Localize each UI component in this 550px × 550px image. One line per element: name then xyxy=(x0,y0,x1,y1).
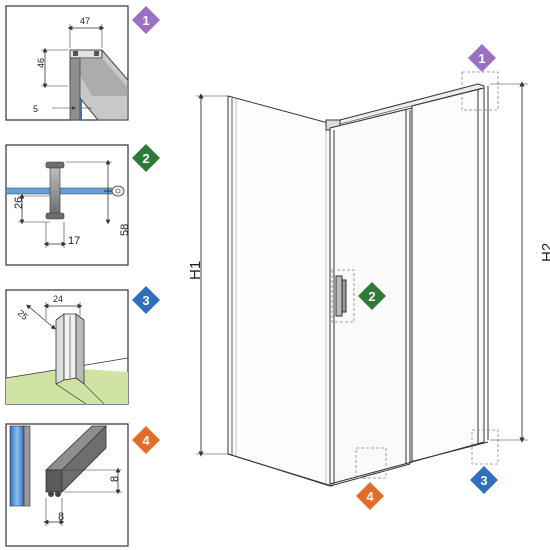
detail-3-b-label: 24 xyxy=(53,294,63,304)
badge-1-number: 1 xyxy=(142,13,149,28)
badge-2-number: 2 xyxy=(142,151,149,166)
badge-3-main-number: 3 xyxy=(480,473,487,488)
badge-3-number: 3 xyxy=(142,293,149,308)
badge-4-main-number: 4 xyxy=(366,489,374,504)
detail-2-bottom-label: 17 xyxy=(68,235,80,247)
detail-panel-3: 25 24 xyxy=(5,289,129,405)
badge-2-detail: 2 xyxy=(132,144,160,172)
detail-1-height-label: 46 xyxy=(36,58,46,68)
badge-1-main-number: 1 xyxy=(478,51,485,66)
badge-3-detail: 3 xyxy=(132,286,160,314)
detail-panel-4: 8 8 xyxy=(5,423,129,547)
h2-dimension: H2 xyxy=(490,81,550,443)
h1-dimension: H1 xyxy=(187,93,228,457)
main-enclosure xyxy=(227,83,489,487)
badge-4-detail: 4 xyxy=(132,426,160,454)
detail-2-left-label: 26 xyxy=(13,197,25,209)
badge-1-main: 1 xyxy=(468,44,496,72)
detail-panel-1: 47 46 5 xyxy=(5,5,129,121)
detail-2-right-label: 58 xyxy=(119,224,131,236)
h2-label: H2 xyxy=(539,243,550,262)
detail-1-width-label: 47 xyxy=(80,16,90,26)
detail-panel-2: 26 17 58 xyxy=(5,144,131,266)
badge-4-number: 4 xyxy=(142,433,150,448)
detail-4-bottom-label: 8 xyxy=(58,511,64,523)
detail-1-glass-label: 5 xyxy=(33,104,38,114)
callout-boxes xyxy=(331,71,499,479)
badge-4-main: 4 xyxy=(356,482,384,510)
badge-2-main: 2 xyxy=(358,282,386,310)
detail-3-a-label: 25 xyxy=(16,308,30,322)
badge-2-main-number: 2 xyxy=(368,289,375,304)
h1-label: H1 xyxy=(187,261,204,280)
badge-3-main: 3 xyxy=(470,466,498,494)
detail-4-right-label: 8 xyxy=(109,476,121,482)
badge-1-detail: 1 xyxy=(132,6,160,34)
